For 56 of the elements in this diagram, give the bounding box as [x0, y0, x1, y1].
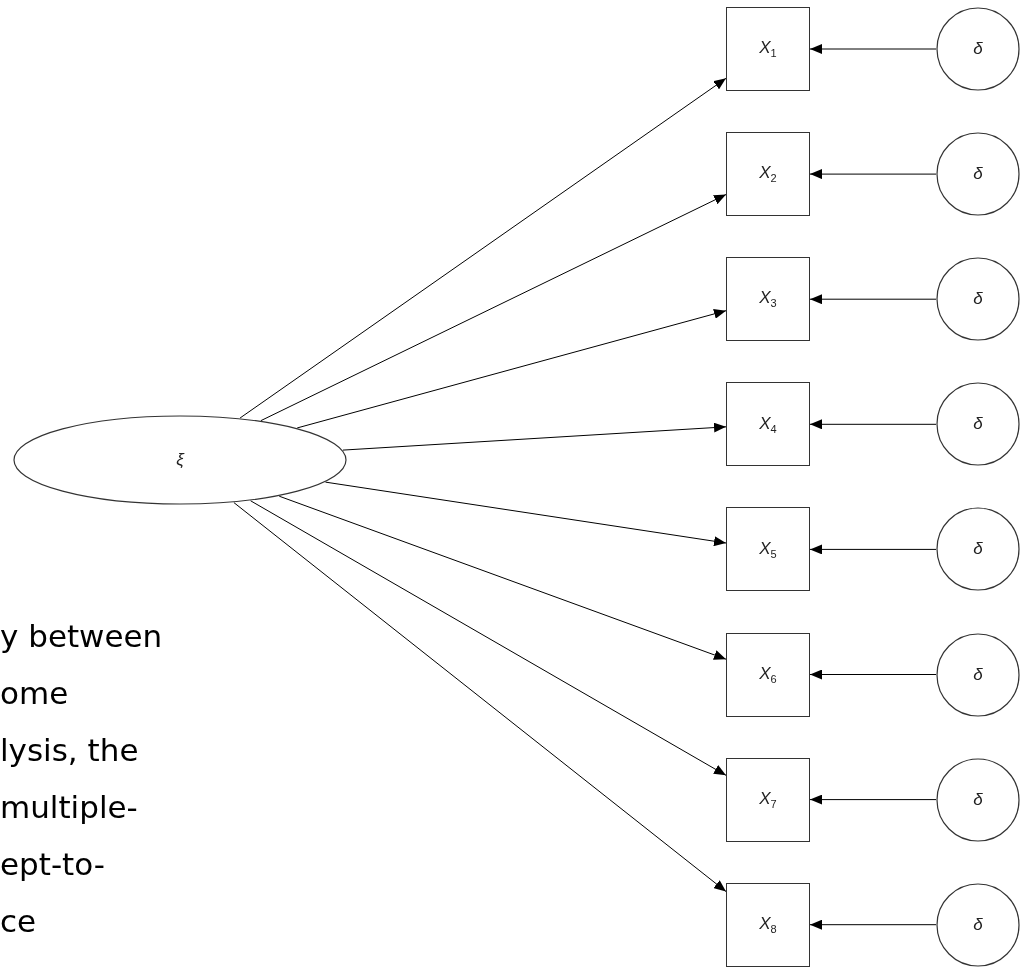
- text-fragment: ept-to-: [0, 846, 105, 882]
- error-term-circle: [936, 132, 1020, 217]
- arrow: [809, 419, 937, 430]
- variable-label: δ: [973, 289, 983, 310]
- variable-box: [726, 382, 810, 467]
- variable-box: [726, 7, 810, 91]
- variable-box: [726, 757, 810, 842]
- error-term-circle: [936, 257, 1020, 342]
- text-fragment: lysis, the: [0, 732, 139, 768]
- arrow: [809, 544, 937, 555]
- variable-box: [726, 882, 810, 967]
- arrow: [809, 794, 937, 805]
- arrow: [278, 495, 727, 660]
- variable-label: δ: [973, 914, 983, 935]
- arrow: [250, 500, 727, 776]
- variable-box: [726, 257, 810, 342]
- variable-label: X$_{5}$: [759, 538, 777, 561]
- variable-label: δ: [973, 789, 983, 810]
- arrow: [296, 309, 727, 429]
- arrow: [239, 77, 727, 419]
- error-term-circle: [936, 507, 1020, 592]
- text-fragment: ce: [0, 903, 37, 939]
- variable-box: [726, 632, 810, 717]
- arrow: [809, 919, 937, 930]
- variable-label: X$_{4}$: [759, 413, 777, 435]
- arrow: [809, 669, 937, 680]
- text-fragment: multiple-: [0, 789, 138, 825]
- variable-box: [726, 132, 810, 217]
- error-term-circle: [936, 757, 1020, 842]
- variable-label: δ: [973, 39, 983, 59]
- text-fragment: y between: [0, 618, 163, 654]
- variable-label: X$_{3}$: [759, 288, 777, 310]
- error-term-circle: [936, 382, 1020, 467]
- arrow: [809, 169, 937, 180]
- variable-label: X$_{2}$: [759, 163, 777, 185]
- variable-label: δ: [973, 539, 983, 560]
- variable-label: δ: [973, 414, 983, 435]
- text-fragment: ome: [0, 675, 69, 711]
- variable-label: X$_{1}$: [759, 38, 777, 60]
- error-term-circle: [936, 882, 1020, 967]
- variable-box: [726, 507, 810, 592]
- arrow: [342, 422, 727, 451]
- variable-label: δ: [973, 164, 983, 185]
- variable-label: X$_{6}$: [759, 663, 777, 686]
- variable-label: δ: [973, 664, 983, 685]
- arrow: [809, 294, 937, 305]
- error-term-circle: [936, 632, 1020, 717]
- error-term-circle: [936, 7, 1020, 91]
- arrow: [324, 481, 727, 547]
- arrow: [809, 44, 937, 54]
- variable-label: ξ: [176, 450, 184, 470]
- variable-label: X$_{7}$: [759, 788, 777, 811]
- arrow: [260, 194, 727, 422]
- arrow: [233, 502, 727, 892]
- latent-variable-ellipse: [13, 415, 347, 505]
- variable-label: X$_{8}$: [759, 914, 777, 936]
